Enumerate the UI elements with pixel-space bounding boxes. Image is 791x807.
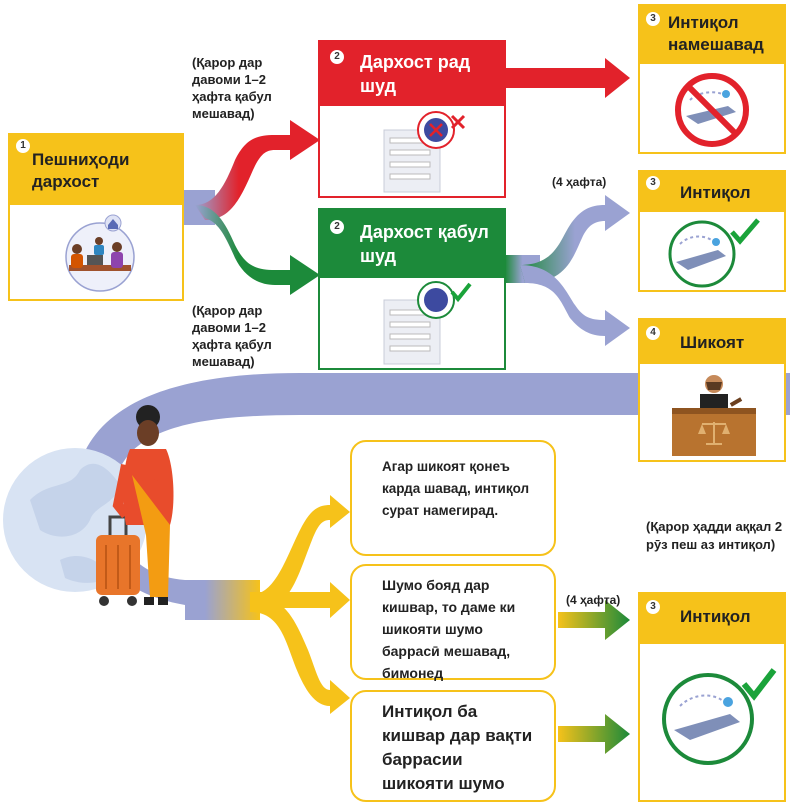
step-rejected-card: 2 Дархост рад шуд bbox=[318, 40, 506, 198]
form-with-eu-stamp-rejected bbox=[383, 111, 466, 193]
band-to-fan bbox=[205, 580, 260, 620]
step-number-badge: 4 bbox=[646, 326, 660, 340]
form-with-eu-stamp-approved bbox=[383, 281, 472, 365]
step-submit-header: 1 Пешниҳоди дархост bbox=[10, 135, 182, 205]
outcome-transfer-final-card: 3 Интиқол bbox=[638, 592, 786, 802]
outcome-no-transfer-header: 3 Интиқол намешавад bbox=[640, 6, 784, 64]
weeks-note-bottom: (4 ҳафта) bbox=[566, 593, 621, 607]
step-number-badge: 2 bbox=[330, 50, 344, 64]
judge-at-bench bbox=[672, 375, 756, 456]
airplane-route-check bbox=[668, 218, 760, 288]
weeks-note-top: (4 ҳафта) bbox=[552, 175, 607, 189]
airplane-crossed-out bbox=[675, 73, 749, 147]
outcome-appeal-title: Шикоят bbox=[680, 333, 745, 352]
airplane-route-check bbox=[662, 668, 777, 765]
step-rejected-header: 2 Дархост рад шуд bbox=[320, 42, 504, 106]
fan-up bbox=[250, 495, 350, 612]
step-number-badge: 3 bbox=[646, 176, 660, 190]
outcome-no-transfer-title: Интиқол намешавад bbox=[668, 13, 764, 54]
step-accepted-header: 2 Дархост қабул шуд bbox=[320, 210, 504, 278]
during-to-transfer bbox=[558, 714, 630, 754]
fan-mid bbox=[250, 582, 350, 618]
outcome-no-transfer-card: 3 Интиқол намешавад bbox=[638, 4, 786, 154]
transfer-branch bbox=[520, 195, 630, 283]
outcome-transfer-final-title: Интиқол bbox=[680, 607, 751, 626]
outcome-appeal-header: 4 Шикоят bbox=[640, 320, 784, 364]
transfer-during-appeal-bubble: Интиқол ба кишвар дар вақти баррасии шик… bbox=[350, 690, 556, 802]
reject-to-no-transfer bbox=[505, 58, 630, 98]
outcome-appeal-card: 4 Шикоят bbox=[638, 318, 786, 462]
step-accepted-card: 2 Дархост қабул шуд bbox=[318, 208, 506, 370]
family-with-officer-illustration bbox=[65, 214, 135, 292]
stay-during-appeal-bubble: Шумо бояд дар кишвар, то даме ки шикояти… bbox=[350, 564, 556, 681]
reject-branch bbox=[195, 120, 320, 220]
step-rejected-title: Дархост рад шуд bbox=[360, 52, 471, 96]
appeal-branch bbox=[520, 265, 630, 346]
appeal-accepted-bubble: Агар шикоят қонеъ карда шавад, интиқол с… bbox=[350, 440, 556, 556]
step-number-badge: 3 bbox=[646, 600, 660, 614]
decision-2-days-note: (Қарор ҳадди аққал 2 рӯз пеш аз интиқол) bbox=[646, 519, 783, 552]
step-number-badge: 2 bbox=[330, 220, 344, 234]
step-submit-card: 1 Пешниҳоди дархост bbox=[8, 133, 184, 301]
decision-note-top: (Қарор дар давоми 1–2 ҳафта қабул мешава… bbox=[192, 55, 272, 121]
stay-to-transfer bbox=[558, 600, 630, 640]
outcome-transfer-title: Интиқол bbox=[680, 183, 751, 202]
woman-with-suitcase-globe bbox=[96, 405, 174, 606]
step-number-badge: 1 bbox=[16, 139, 30, 153]
decision-note-bottom: (Қарор дар давоми 1–2 ҳафта қабул мешава… bbox=[192, 303, 272, 369]
outcome-transfer-card: 3 Интиқол bbox=[638, 170, 786, 292]
outcome-transfer-header: 3 Интиқол bbox=[640, 172, 784, 212]
step-accepted-title: Дархост қабул шуд bbox=[360, 222, 489, 266]
accept-branch bbox=[195, 205, 320, 295]
fan-down bbox=[250, 595, 350, 714]
step-number-badge: 3 bbox=[646, 12, 660, 26]
outcome-transfer-final-header: 3 Интиқол bbox=[640, 594, 784, 644]
step-submit-title: Пешниҳоди дархост bbox=[32, 150, 130, 191]
